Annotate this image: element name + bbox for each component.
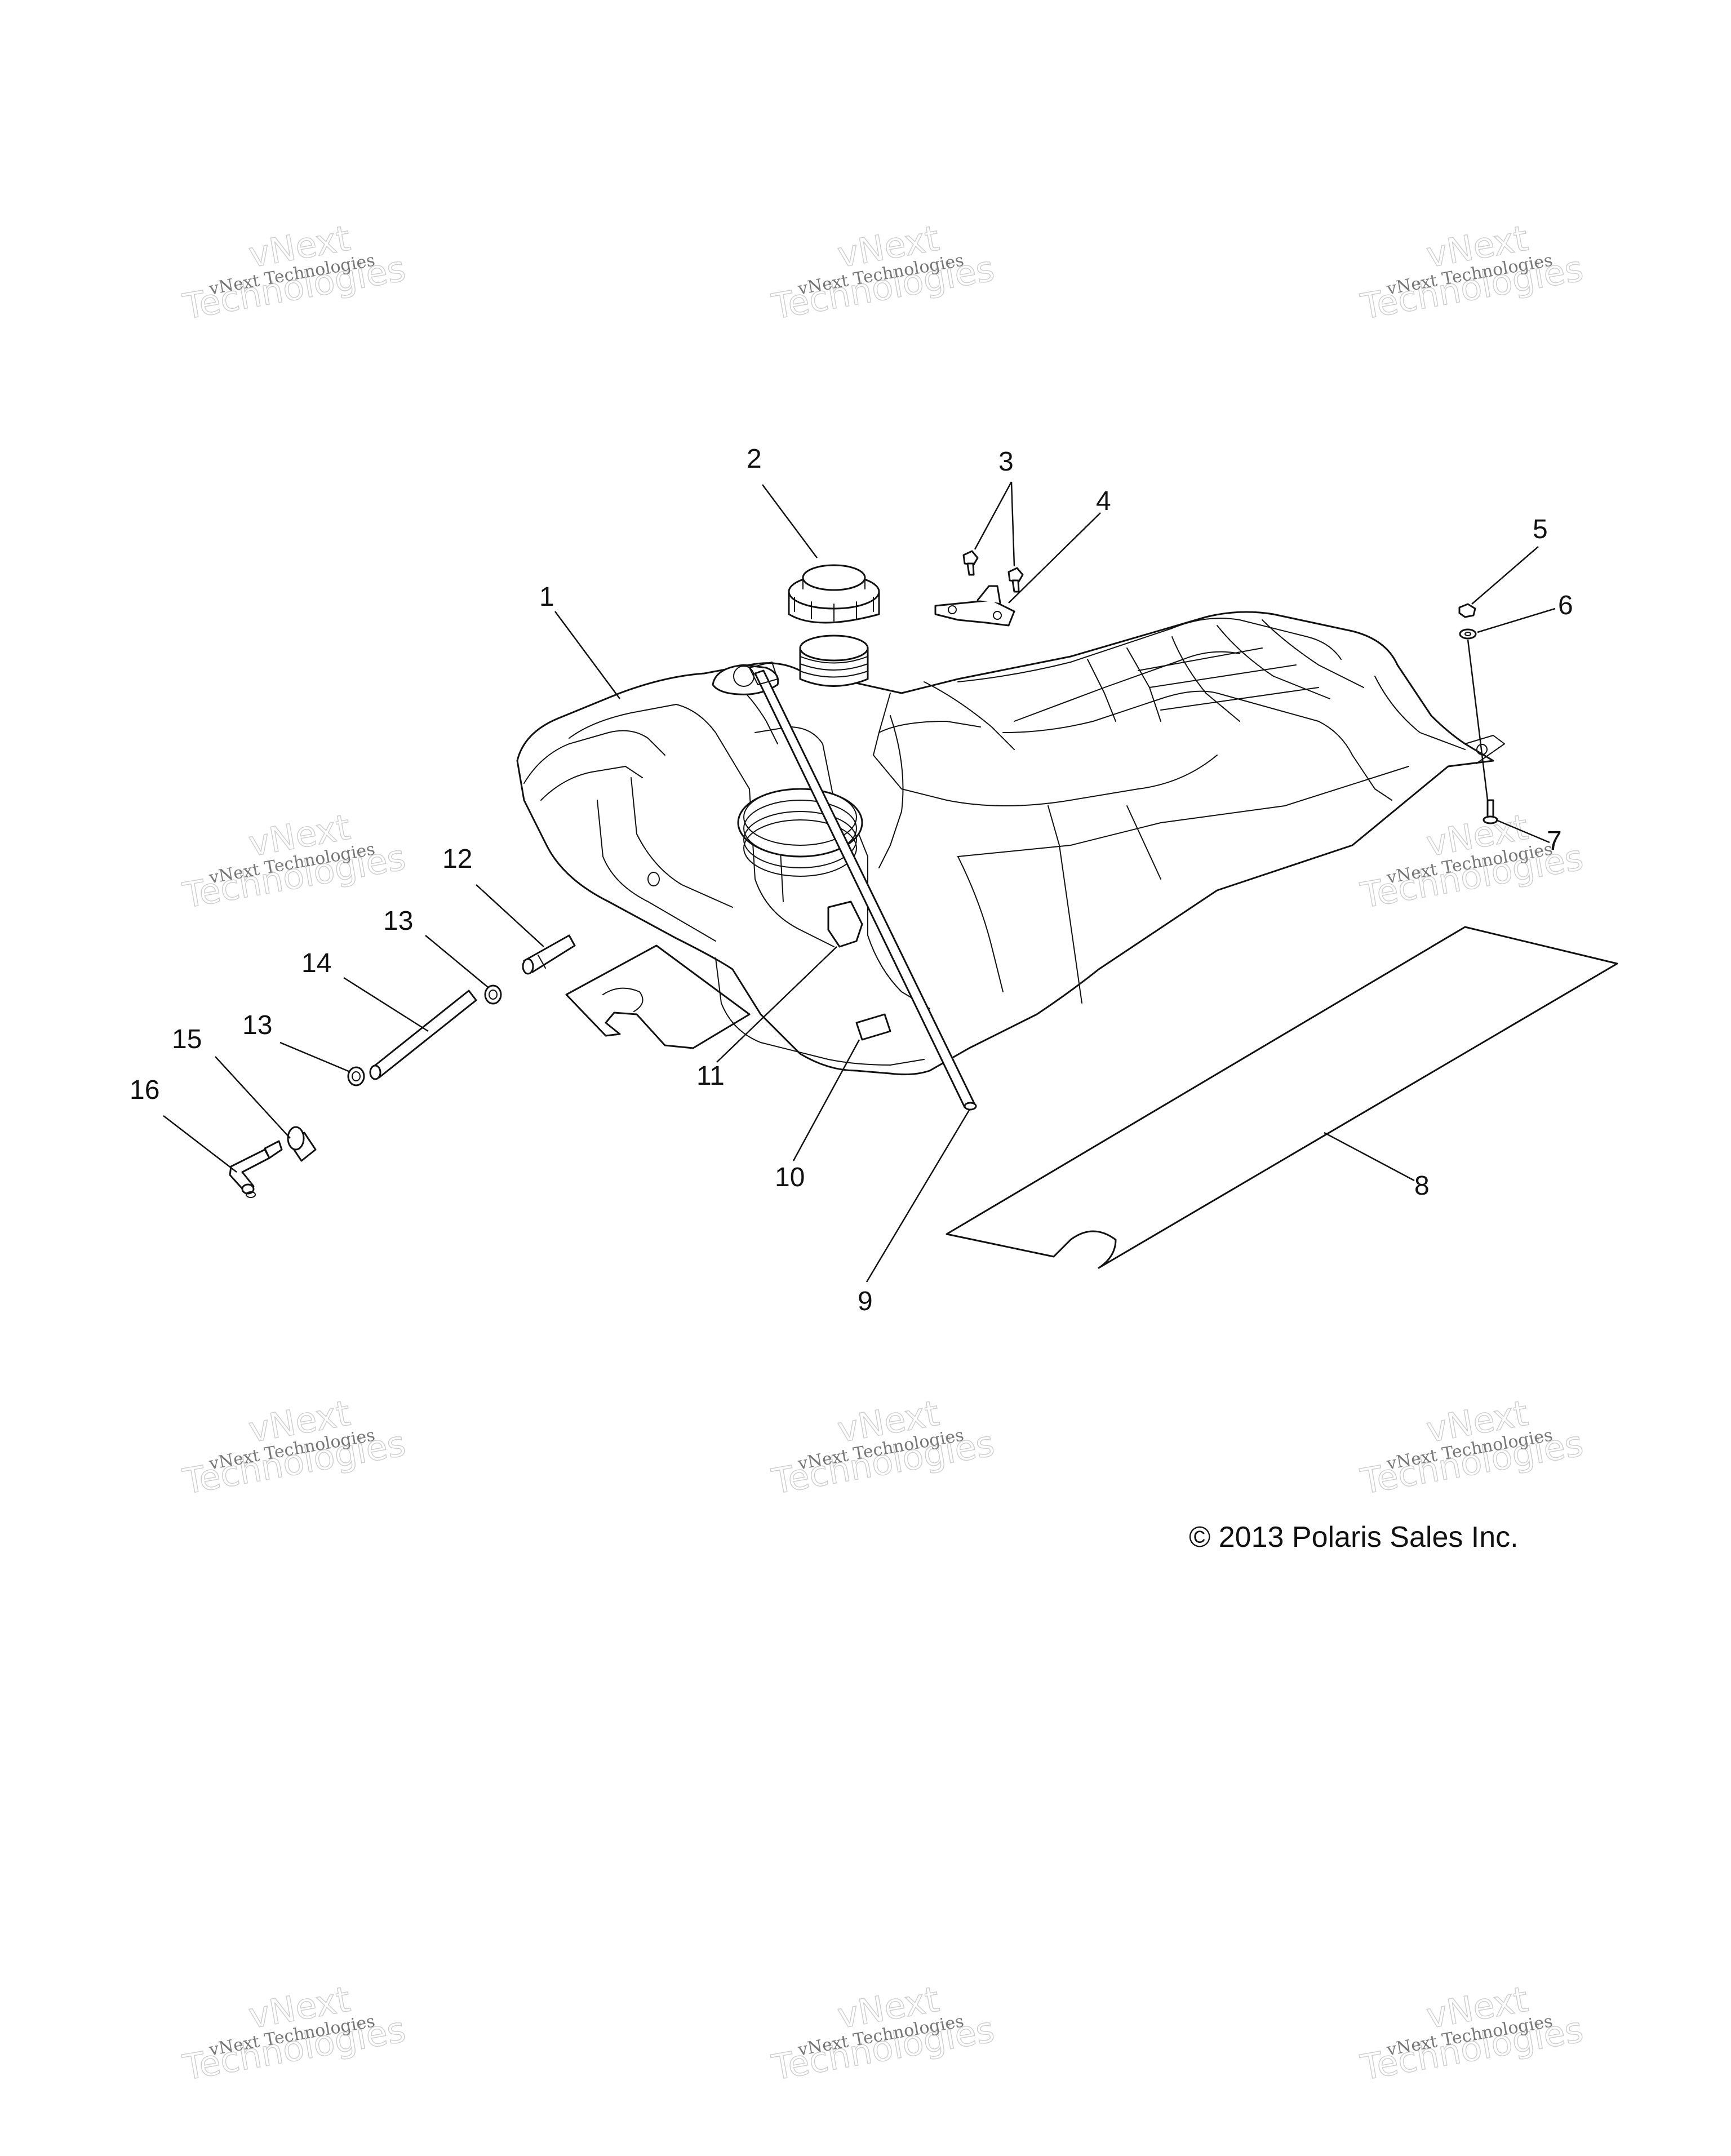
callout-10: 10 [775, 1163, 805, 1192]
hose-clamp [484, 984, 502, 1005]
fuel-tank [516, 611, 1505, 1076]
heat-shield [946, 926, 1618, 1269]
callout-5: 5 [1533, 514, 1548, 544]
elbow-fitting [229, 1140, 283, 1198]
filler-neck [799, 635, 869, 687]
shield-notch [602, 987, 643, 1012]
callout-15: 15 [172, 1024, 202, 1054]
callout-13-upper: 13 [383, 906, 413, 936]
callout-12: 12 [442, 844, 472, 874]
fitting [522, 934, 576, 975]
nut [1458, 603, 1476, 618]
screw-pair [962, 550, 1024, 593]
callout-13-lower: 13 [242, 1010, 272, 1040]
vent-tube [749, 662, 977, 1111]
fuel-hose [369, 990, 477, 1080]
hose-clamp [347, 1066, 365, 1086]
washer [1459, 628, 1477, 640]
callout-3: 3 [998, 447, 1014, 477]
callout-6: 6 [1558, 591, 1573, 620]
bolt [1483, 799, 1498, 824]
callout-11: 11 [696, 1061, 725, 1091]
grommet [287, 1126, 317, 1162]
callout-7: 7 [1547, 826, 1562, 856]
callout-9: 9 [858, 1286, 873, 1316]
callout-2: 2 [747, 444, 762, 474]
callout-4: 4 [1096, 486, 1111, 516]
callouts: 1 2 3 4 5 6 7 8 9 10 11 12 13 14 13 15 1… [130, 444, 1573, 1316]
fuel-cap [788, 564, 880, 624]
leader-lines [163, 481, 1556, 1283]
callout-16: 16 [130, 1075, 159, 1105]
callout-8: 8 [1414, 1171, 1430, 1201]
callout-14: 14 [301, 948, 331, 978]
heat-shield-left [565, 944, 751, 1049]
bracket [934, 585, 1015, 627]
copyright-text: © 2013 Polaris Sales Inc. [1189, 1521, 1519, 1554]
callout-1: 1 [539, 582, 554, 612]
